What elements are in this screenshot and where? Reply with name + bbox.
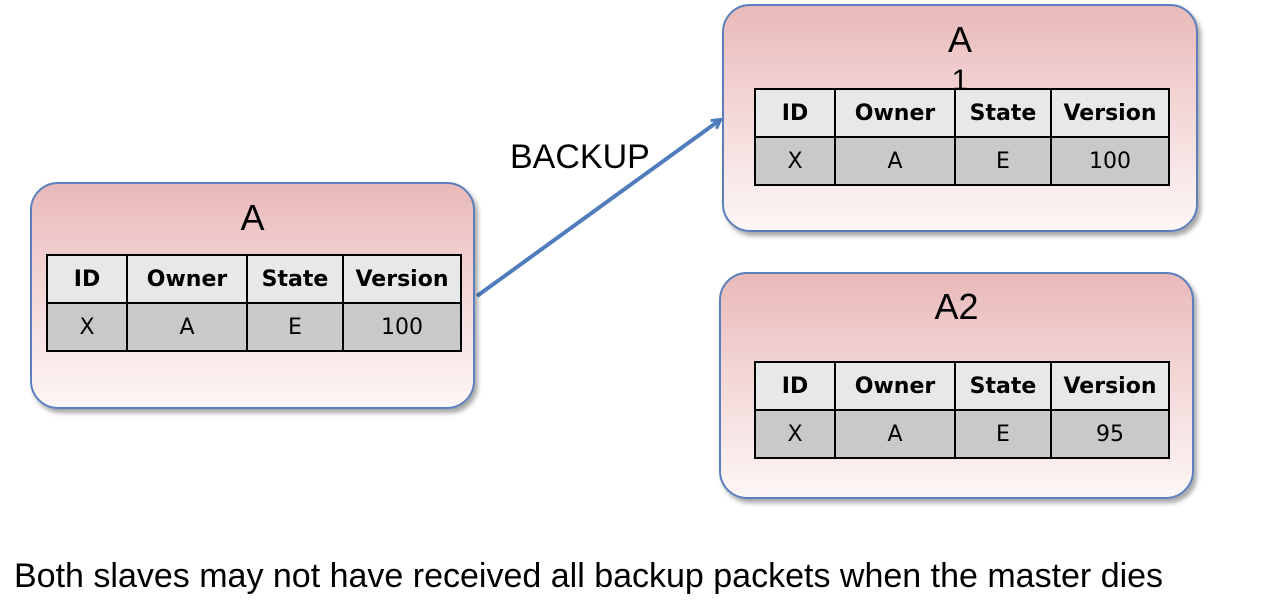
table-header-row: ID Owner State Version <box>46 254 462 304</box>
id-header: ID <box>46 254 128 304</box>
state-header: State <box>954 361 1052 411</box>
table-row: X A E 95 <box>754 409 1170 459</box>
table-row: X A E 100 <box>754 136 1170 186</box>
owner-header: Owner <box>834 361 956 411</box>
owner-cell: A <box>834 409 956 459</box>
backup-arrow-line <box>475 120 720 298</box>
diagram-caption: Both slaves may not have received all ba… <box>14 557 1164 595</box>
owner-cell: A <box>834 136 956 186</box>
id-header: ID <box>754 361 836 411</box>
owner-header: Owner <box>834 88 956 138</box>
table-header-row: ID Owner State Version <box>754 361 1170 411</box>
master-node-title: A <box>240 197 265 238</box>
state-header: State <box>954 88 1052 138</box>
id-cell: X <box>754 136 836 186</box>
state-cell: E <box>954 136 1052 186</box>
table-row: X A E 100 <box>46 302 462 352</box>
slave1-node-title: A <box>947 19 972 60</box>
version-cell: 100 <box>1050 136 1170 186</box>
version-header: Version <box>1050 88 1170 138</box>
owner-cell: A <box>126 302 248 352</box>
owner-header: Owner <box>126 254 248 304</box>
table-header-row: ID Owner State Version <box>754 88 1170 138</box>
state-header: State <box>246 254 344 304</box>
master-node: A ID Owner State Version X A E 100 <box>30 182 475 409</box>
state-cell: E <box>954 409 1052 459</box>
slave1-node: A 1 ID Owner State Version X A E 100 <box>722 4 1198 232</box>
version-header: Version <box>342 254 462 304</box>
version-cell: 100 <box>342 302 462 352</box>
slave1-node-subscript: 1 <box>951 66 969 88</box>
id-header: ID <box>754 88 836 138</box>
id-cell: X <box>754 409 836 459</box>
state-cell: E <box>246 302 344 352</box>
version-header: Version <box>1050 361 1170 411</box>
slave2-node: A2 ID Owner State Version X A E 95 <box>719 272 1194 499</box>
slave2-node-title: A2 <box>934 286 979 327</box>
slave1-record-table: ID Owner State Version X A E 100 <box>754 88 1170 186</box>
master-record-table: ID Owner State Version X A E 100 <box>46 254 462 352</box>
id-cell: X <box>46 302 128 352</box>
slave2-record-table: ID Owner State Version X A E 95 <box>754 361 1170 459</box>
version-cell: 95 <box>1050 409 1170 459</box>
backup-label: BACKUP <box>510 138 650 176</box>
